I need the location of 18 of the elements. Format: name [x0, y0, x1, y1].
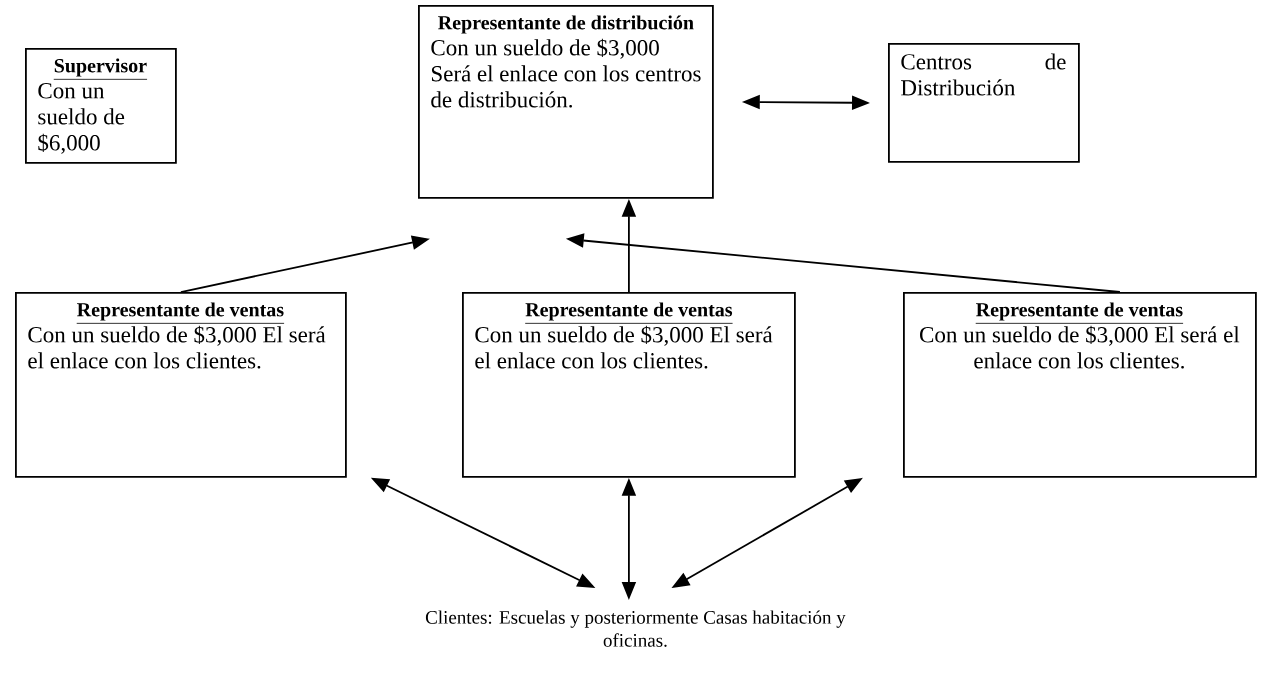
role-box [15, 292, 347, 478]
node-text: Clientes: Escuelas y posteriormente Casas habitación y oficinas. [425, 610, 846, 647]
role-box [888, 43, 1080, 163]
node-label: Centros de Distribución [901, 53, 1066, 96]
role-box [903, 292, 1257, 478]
role-box [25, 48, 177, 164]
node-label: Representante de distribución [438, 15, 694, 34]
node-label: Representante de ventas [77, 302, 284, 321]
node-label: Con un sueldo de $3,000 El será el enlace con los clientes. [920, 325, 1240, 369]
node-label: Supervisor [54, 58, 147, 77]
role-box [418, 5, 714, 199]
node-label: Con un sueldo de $3,000 El será el enlace con los clientes. [28, 325, 326, 369]
node-label: Con un sueldo de $3,000 El será el enlace con los clientes. [475, 325, 773, 369]
node-label: Con un sueldo de $3,000 Será el enlace con los centros de distribución. [431, 38, 701, 108]
node-label: Representante de ventas [976, 302, 1183, 321]
node-label: Representante de ventas [525, 302, 733, 321]
role-box [462, 292, 796, 478]
node-label: Con un sueldo de $6,000 [38, 83, 125, 154]
